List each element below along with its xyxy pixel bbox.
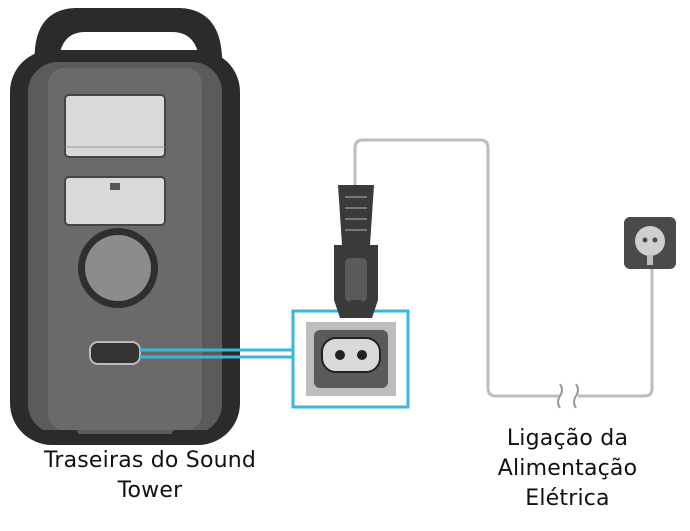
wall-outlet-icon	[624, 217, 676, 269]
power-plug-icon	[334, 185, 378, 318]
speaker-tower-icon	[10, 8, 240, 445]
device-caption: Traseiras do Sound Tower	[0, 446, 300, 506]
device-caption-line-2: Tower	[117, 478, 183, 503]
device-caption-line-1: Traseiras do Sound	[43, 448, 257, 473]
power-cable	[353, 138, 654, 398]
power-caption: Ligação da Alimentação Elétrica	[465, 424, 670, 514]
power-caption-line-3: Elétrica	[525, 486, 610, 511]
power-caption-line-1: Ligação da	[506, 426, 629, 451]
cable-break-icon	[557, 383, 579, 409]
power-inlet-icon	[306, 322, 396, 396]
power-caption-line-2: Alimentação	[497, 456, 638, 481]
